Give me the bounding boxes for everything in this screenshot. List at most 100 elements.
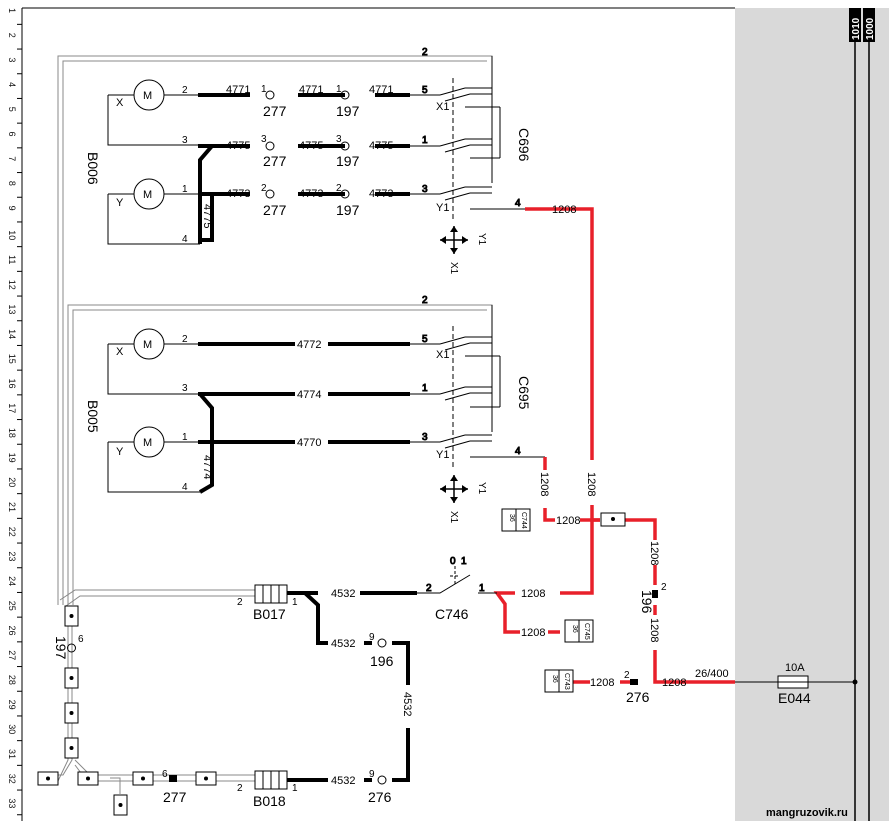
row-number: 19 — [7, 453, 17, 463]
pin-label: 4 — [515, 198, 521, 209]
connector-277-label: 277 — [263, 153, 287, 169]
pin-label: 1 — [422, 135, 428, 146]
axis-y1-label: Y1 — [476, 233, 487, 246]
pin-label: 3 — [336, 134, 342, 145]
row-number: 3 — [7, 57, 17, 62]
pin-label: 5 — [422, 334, 428, 345]
wire-label: 1208 — [521, 627, 545, 639]
row-number: 7 — [7, 156, 17, 161]
row-number-ruler: 1234567891011121314151617181920212223242… — [7, 8, 22, 816]
pin-label: 6 — [78, 634, 84, 645]
wire-label: 4771 — [226, 84, 250, 96]
box-pin: 36 — [551, 675, 558, 683]
box-pin: 36 — [508, 514, 515, 522]
wire-label: 4773 — [369, 188, 393, 200]
wire-label: 1208 — [521, 588, 545, 600]
connector-276-label: 276 — [626, 689, 650, 705]
wire-label: 1208 — [648, 618, 660, 642]
pin-label: 9 — [369, 769, 375, 780]
red-circuit-labels: 1208 1208 1208 1208 1208 1208 1208 1208 … — [521, 204, 729, 689]
pin-label: 1 — [182, 184, 188, 195]
motor-label: M — [143, 437, 152, 449]
motor-label: M — [143, 189, 152, 201]
pin-label: 2 — [422, 295, 428, 306]
pin-label: 2 — [624, 670, 630, 681]
component-c746: C746 — [435, 606, 469, 622]
motor-b005-group: M M X Y B005 2 3 1 4 — [85, 328, 200, 493]
motor-axis-x: X — [116, 346, 124, 358]
motor-label: M — [143, 90, 152, 102]
connector-icon — [265, 90, 275, 100]
connector-277-label: 277 — [263, 202, 287, 218]
pin-label: 2 — [182, 85, 188, 96]
wire-label: 4775 — [201, 204, 213, 228]
bus-label-1000: 1000 — [865, 17, 876, 40]
connector-icon — [265, 141, 275, 151]
wire-label: 4773 — [299, 188, 323, 200]
connector-196-label: 196 — [370, 653, 394, 669]
joystick-switch-c696: 5 1 3 2 4 — [410, 47, 525, 222]
axis-x1-label: X1 — [448, 511, 459, 524]
row-number: 4 — [7, 82, 17, 87]
connector-icon — [340, 141, 350, 151]
box-label: C743 — [563, 673, 570, 690]
pin-label: 4 — [182, 482, 188, 493]
connector-277-label: 277 — [263, 103, 287, 119]
row-number: 25 — [7, 601, 17, 611]
connector-197-label: 197 — [336, 103, 360, 119]
pin-label: 3 — [422, 184, 428, 195]
row-number: 24 — [7, 576, 17, 586]
motor-axis-y: Y — [116, 197, 124, 209]
connector-icon — [340, 189, 350, 199]
row-number: 28 — [7, 675, 17, 685]
motor-wire — [107, 193, 200, 245]
axis-x1-label: X1 — [448, 262, 459, 275]
fuse-rating: 10A — [785, 662, 805, 674]
component-c696: C696 — [516, 128, 532, 162]
row-number: 14 — [7, 329, 17, 339]
wire-4532-labels: 4532 4532 4532 4532 9 9 196 276 — [331, 588, 413, 805]
watermark-text: mangruzovik.ru — [766, 807, 848, 819]
wire-label: 4773 — [226, 188, 250, 200]
ground-box-c743: C743 36 — [544, 669, 574, 693]
wire-label: 4774 — [297, 389, 321, 401]
component-e044: E044 — [778, 690, 811, 706]
pin-label: 3 — [182, 135, 188, 146]
connector-icon — [377, 775, 387, 785]
b006-inline-connectors: 4771 4771 4771 4775 4775 4775 4773 4773 … — [201, 84, 393, 228]
row-number: 13 — [7, 304, 17, 314]
component-b018: B018 — [253, 793, 286, 809]
box-label: C745 — [583, 623, 590, 640]
ground-box-c745: C745 36 — [564, 619, 594, 643]
row-number: 21 — [7, 502, 17, 512]
row-number: 22 — [7, 527, 17, 537]
pin-label: 2 — [237, 597, 243, 608]
motor-axis-x: X — [116, 97, 124, 109]
pin-label: 2 — [426, 583, 432, 594]
pin-label: 3 — [422, 432, 428, 443]
row-number: 23 — [7, 551, 17, 561]
component-b017: B017 — [253, 606, 286, 622]
pin-label: 9 — [369, 632, 375, 643]
wire-label: 4532 — [401, 692, 413, 716]
b006-harness — [198, 93, 410, 244]
wire-label: 4532 — [331, 588, 355, 600]
switch-position-label: 1 — [461, 556, 467, 567]
connector-197-label: 197 — [336, 202, 360, 218]
connector-icon — [652, 590, 658, 598]
box-label: C744 — [520, 512, 527, 529]
pin-label: 6 — [162, 769, 168, 780]
connector-icon — [377, 638, 387, 648]
splice-dot-icon — [611, 517, 615, 521]
connector-197-label: 197 — [336, 153, 360, 169]
motor-axis-y: Y — [116, 446, 124, 458]
pin-label: 1 — [261, 84, 267, 95]
motor-wire — [107, 343, 200, 395]
switch-position-label: 0 — [450, 556, 456, 567]
wire-4532 — [287, 591, 417, 782]
pin-label: 2 — [336, 183, 342, 194]
motor-wire — [107, 441, 200, 493]
pin-label: 2 — [661, 582, 667, 593]
wire-label: 4771 — [369, 84, 393, 96]
row-number: 31 — [7, 749, 17, 759]
